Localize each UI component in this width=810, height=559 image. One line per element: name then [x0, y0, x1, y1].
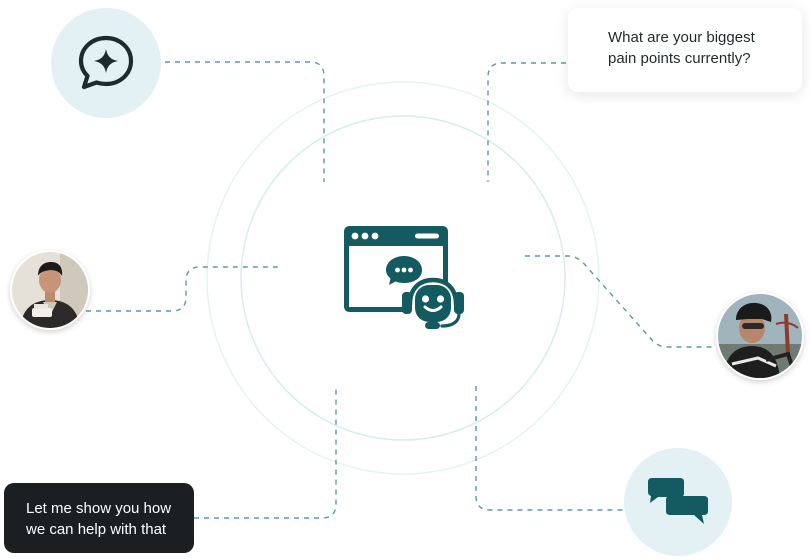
answer-line-1: Let me show you how	[26, 500, 172, 517]
connector-top-left	[165, 61, 325, 182]
sparkle-chat-badge	[51, 8, 161, 118]
connector-left	[86, 266, 280, 312]
connector-bottom-left	[194, 386, 337, 519]
cyclist-photo	[718, 294, 802, 378]
support-bot-window-icon	[344, 226, 464, 329]
person-avatar	[10, 250, 90, 330]
chat-bubbles-badge	[624, 448, 732, 556]
support-bot-window	[342, 224, 466, 334]
inner-ring	[240, 115, 566, 441]
question-line-1: What are your biggest	[608, 29, 755, 46]
person-photo	[12, 252, 88, 328]
connector-right	[525, 255, 716, 348]
question-line-2: pain points currently?	[608, 50, 751, 67]
connector-bottom-right	[475, 386, 624, 511]
sparkle-chat-icon	[78, 35, 134, 90]
connector-top-right	[487, 62, 566, 182]
answer-line-2: we can help with that	[26, 521, 167, 538]
outer-ring	[206, 81, 600, 475]
question-bubble: What are your biggest pain points curren…	[568, 8, 802, 92]
cyclist-avatar	[716, 292, 804, 380]
answer-bubble: Let me show you how we can help with tha…	[4, 483, 194, 553]
chat-bubbles-icon	[648, 478, 708, 524]
